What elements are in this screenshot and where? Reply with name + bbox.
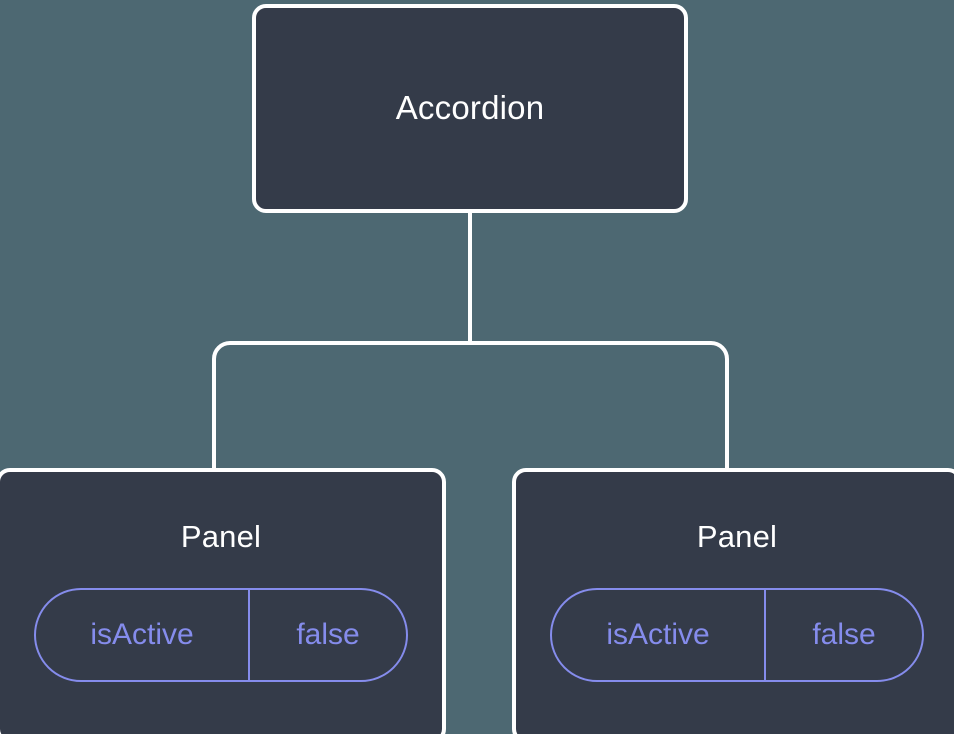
state-key-panel-right: isActive [606, 618, 710, 652]
node-panel-right-label: Panel [696, 519, 778, 554]
state-key-panel-left: isActive [90, 618, 194, 652]
node-panel-right[interactable]: Panel isActive false [512, 468, 954, 734]
edge-to-panel-left [212, 341, 470, 470]
state-value-panel-left: false [296, 618, 360, 652]
state-badge-panel-left[interactable]: isActive false [34, 588, 408, 683]
node-accordion-label: Accordion [395, 89, 545, 127]
state-value-panel-right: false [812, 618, 876, 652]
state-divider-panel-right [764, 590, 766, 681]
state-badge-panel-right[interactable]: isActive false [550, 588, 924, 683]
state-divider-panel-left [248, 590, 250, 681]
node-panel-left[interactable]: Panel isActive false [0, 468, 446, 734]
edge-to-panel-right [470, 341, 729, 470]
node-accordion[interactable]: Accordion [252, 4, 688, 213]
node-panel-left-label: Panel [180, 519, 262, 554]
